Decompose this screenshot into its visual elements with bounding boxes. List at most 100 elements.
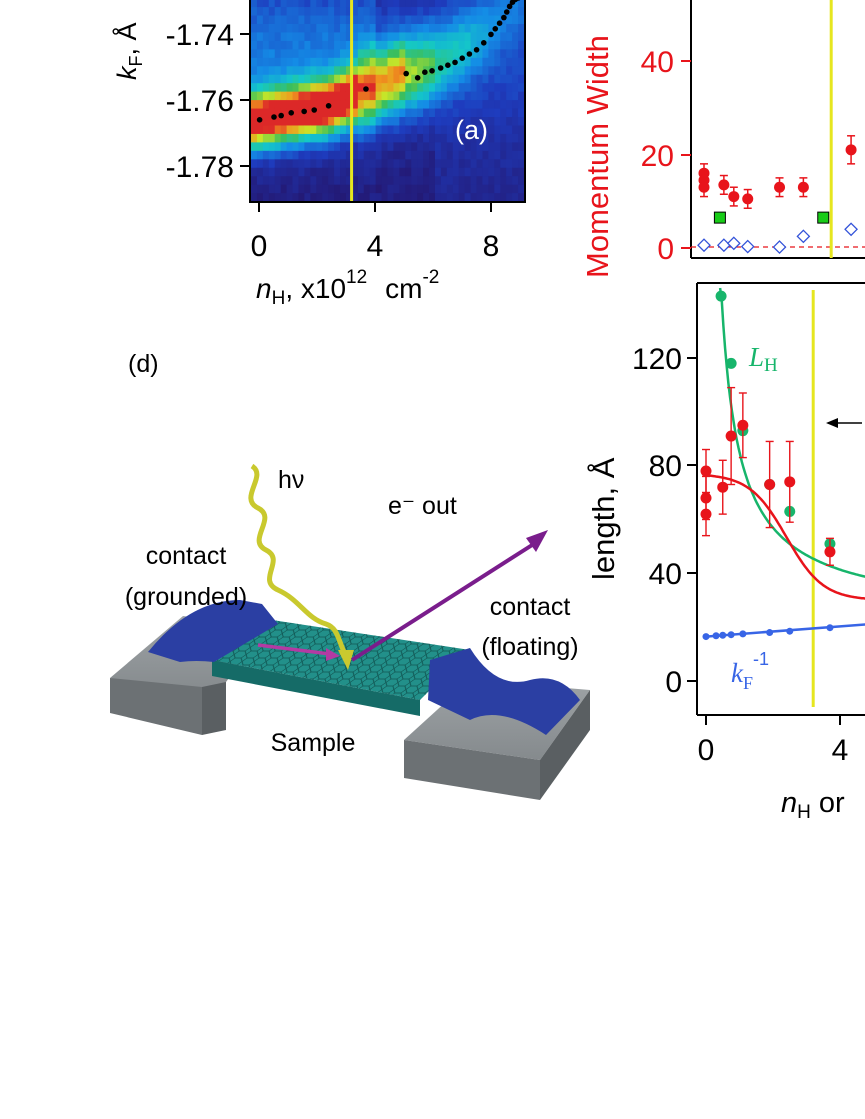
heatmap-cell bbox=[429, 82, 436, 92]
heatmap-cell bbox=[506, 99, 513, 109]
heatmap-cell bbox=[464, 6, 472, 16]
heatmap-cell bbox=[298, 0, 306, 8]
heatmap-cell bbox=[494, 99, 501, 109]
heatmap-cell bbox=[274, 192, 282, 202]
heatmap-cell bbox=[340, 40, 347, 50]
heatmap-cell bbox=[274, 23, 282, 33]
heatmap-cell bbox=[387, 6, 395, 16]
heatmap-cell bbox=[369, 184, 377, 194]
heatmap-cell bbox=[506, 175, 513, 185]
heatmap-cell bbox=[268, 74, 276, 84]
heatmap-cell bbox=[256, 167, 264, 177]
heatmap-cell bbox=[464, 0, 472, 8]
heatmap-cell bbox=[446, 0, 454, 8]
heatmap-cell bbox=[500, 116, 507, 126]
heatmap-cell bbox=[405, 82, 412, 92]
a-xtick-label: 0 bbox=[251, 230, 268, 263]
heatmap-cell bbox=[429, 184, 436, 194]
heatmap-cell bbox=[482, 116, 489, 126]
heatmap-cell bbox=[405, 99, 412, 109]
heatmap-cell bbox=[298, 23, 306, 33]
heatmap-cell bbox=[381, 14, 389, 24]
heatmap-cell bbox=[251, 141, 258, 151]
heatmap-cell bbox=[381, 124, 389, 134]
heatmap-cell bbox=[280, 31, 288, 41]
heatmap-cell bbox=[482, 48, 489, 58]
heatmap-cell bbox=[340, 167, 347, 177]
heatmap-cell bbox=[488, 116, 495, 126]
heatmap-cell bbox=[387, 175, 395, 185]
b-ytick-label: 40 bbox=[641, 46, 674, 79]
heatmap-cell bbox=[458, 6, 466, 16]
heatmap-cell bbox=[399, 150, 406, 160]
heatmap-cell bbox=[440, 141, 448, 151]
heatmap-cell bbox=[452, 40, 460, 50]
panel-a-peak-points bbox=[256, 0, 521, 123]
heatmap-cell bbox=[256, 124, 264, 134]
heatmap-cell bbox=[375, 99, 383, 109]
heatmap-cell bbox=[429, 150, 436, 160]
heatmap-cell bbox=[274, 99, 282, 109]
heatmap-cell bbox=[262, 167, 270, 177]
heatmap-cell bbox=[405, 74, 412, 84]
heatmap-cell bbox=[476, 192, 484, 202]
heatmap-cell bbox=[298, 65, 306, 75]
heatmap-cell bbox=[274, 133, 282, 143]
heatmap-cell bbox=[476, 23, 484, 33]
heatmap-cell bbox=[286, 31, 294, 41]
heatmap-cell bbox=[429, 14, 436, 24]
c-ytick-label: 0 bbox=[665, 666, 682, 699]
heatmap-cell bbox=[298, 133, 306, 143]
heatmap-cell bbox=[506, 31, 513, 41]
heatmap-cell bbox=[446, 57, 454, 67]
heatmap-cell bbox=[500, 48, 507, 58]
heatmap-cell bbox=[262, 23, 270, 33]
heatmap-cell bbox=[381, 31, 389, 41]
heatmap-cell bbox=[345, 82, 353, 92]
heatmap-cell bbox=[411, 192, 418, 202]
heatmap-cell bbox=[470, 116, 478, 126]
heatmap-cell bbox=[476, 0, 484, 8]
peak-point bbox=[459, 55, 466, 61]
heatmap-cell bbox=[405, 150, 412, 160]
heatmap-cell bbox=[304, 31, 311, 41]
heatmap-cell bbox=[286, 0, 294, 8]
heatmap-cell bbox=[286, 158, 294, 168]
heatmap-cell bbox=[387, 107, 395, 118]
heatmap-cell bbox=[375, 82, 383, 92]
heatmap-cell bbox=[262, 150, 270, 160]
heatmap-cell bbox=[500, 99, 507, 109]
heatmap-cell bbox=[393, 124, 400, 134]
heatmap-cell bbox=[488, 14, 495, 24]
heatmap-cell bbox=[405, 65, 412, 75]
heatmap-cell bbox=[393, 48, 400, 58]
heatmap-cell bbox=[482, 184, 489, 194]
heatmap-cell bbox=[506, 57, 513, 67]
heatmap-cell bbox=[262, 175, 270, 185]
heatmap-cell bbox=[500, 175, 507, 185]
heatmap-cell bbox=[393, 141, 400, 151]
heatmap-cell bbox=[440, 14, 448, 24]
heatmap-cell bbox=[310, 167, 317, 177]
sample-label: Sample bbox=[271, 729, 356, 757]
heatmap-cell bbox=[292, 74, 300, 84]
heatmap-cell bbox=[262, 14, 270, 24]
heatmap-cell bbox=[518, 48, 525, 58]
heatmap-cell bbox=[351, 82, 359, 92]
heatmap-cell bbox=[351, 150, 359, 160]
heatmap-cell bbox=[482, 133, 489, 143]
heatmap-cell bbox=[292, 6, 300, 16]
heatmap-cell bbox=[440, 57, 448, 67]
heatmap-cell bbox=[328, 6, 335, 16]
heatmap-cell bbox=[268, 150, 276, 160]
heatmap-cell bbox=[494, 116, 501, 126]
heatmap-cell bbox=[381, 150, 389, 160]
heatmap-cell bbox=[464, 167, 472, 177]
heatmap-cell bbox=[458, 116, 466, 126]
heatmap-cell bbox=[292, 31, 300, 41]
heatmap-cell bbox=[464, 31, 472, 41]
heatmap-cell bbox=[363, 57, 371, 67]
heatmap-cell bbox=[322, 116, 329, 126]
heatmap-cell bbox=[393, 82, 400, 92]
heatmap-cell bbox=[357, 48, 365, 58]
